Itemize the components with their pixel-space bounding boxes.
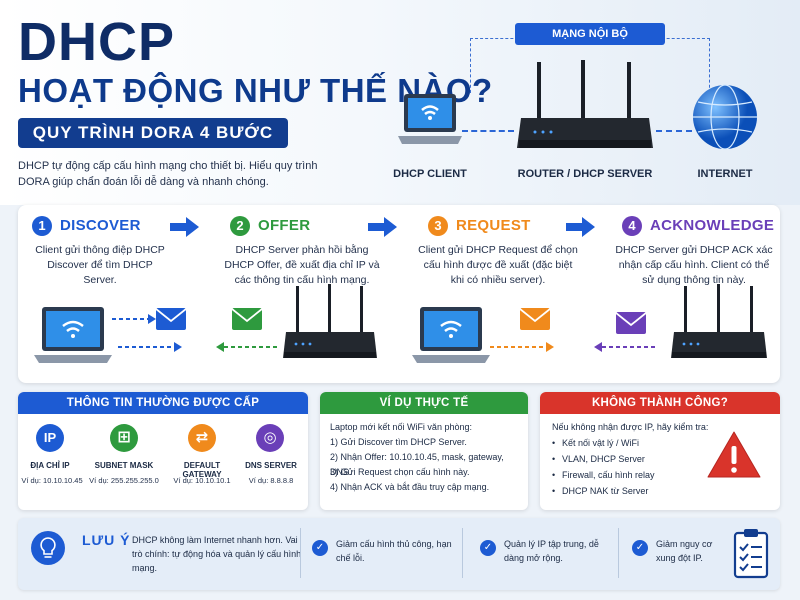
default-gateway-name: DEFAULT GATEWAY <box>182 461 222 479</box>
step-1-description: Client gửi thông điệp DHCP Discover để t… <box>35 244 165 286</box>
page-title: DHCP <box>18 12 176 72</box>
step-1-title: DISCOVER <box>60 217 141 234</box>
bullet-icon: • <box>552 438 556 448</box>
client-laptop-icon <box>398 94 462 144</box>
benefit-2: Quản lý IP tập trung, dễ dàng mở rộng. <box>504 539 599 563</box>
step-4-title: ACKNOWLEDGE <box>650 217 775 234</box>
dns-server-value: Ví dụ: 8.8.8.8 <box>248 476 294 485</box>
step-4-arrow-icon <box>594 342 658 352</box>
default-gateway-icon: ⇄ <box>188 424 216 452</box>
check-icon: ✓ <box>632 540 648 556</box>
dns-server-icon: ◎ <box>256 424 284 452</box>
troubleshoot-item-2: VLAN, DHCP Server <box>562 454 645 464</box>
subnet-mask-value: Ví dụ: 255.255.255.0 <box>89 476 159 485</box>
dora-steps-panel <box>18 205 780 383</box>
lightbulb-icon <box>31 531 65 565</box>
ip-address-value: Ví dụ: 10.10.10.45 <box>21 476 83 485</box>
check-icon: ✓ <box>312 540 328 556</box>
step-1-laptop-icon <box>34 307 112 363</box>
step-1-number: 1 <box>32 216 52 236</box>
example-card: VÍ DỤ THỰC TẾ <box>320 392 528 510</box>
step-4-number: 4 <box>622 216 642 236</box>
page-description: DHCP tự động cấp cấu hình mạng cho thiết… <box>18 160 318 188</box>
step-arrow-2-icon <box>368 217 397 237</box>
info-card-title: THÔNG TIN THƯỜNG ĐƯỢC CẤP <box>18 392 308 414</box>
footer-divider <box>300 528 301 578</box>
subnet-mask-icon: ⊞ <box>110 424 138 452</box>
step-2-envelope-icon <box>232 308 262 330</box>
step-3-number: 3 <box>428 216 448 236</box>
info-card: THÔNG TIN THƯỜNG ĐƯỢC CẤP <box>18 392 308 510</box>
bullet-icon: • <box>552 454 556 464</box>
example-line-2: 2) Nhận Offer: 10.10.10.45, mask, gatewa… <box>330 452 504 477</box>
benefit-1: Giảm cấu hình thủ công, hạn chế lỗi. <box>336 539 452 563</box>
step-4-description: DHCP Server gửi DHCP ACK xác nhận cấp cấ… <box>615 244 773 286</box>
step-3-laptop-icon <box>412 307 490 363</box>
header-background <box>0 0 800 205</box>
troubleshoot-card-title: KHÔNG THÀNH CÔNG? <box>540 392 780 414</box>
bullet-icon: • <box>552 486 556 496</box>
footer-note-panel <box>18 518 780 590</box>
client-router-link <box>462 130 514 132</box>
subnet-mask-name: SUBNET MASK <box>94 461 154 470</box>
client-label: DHCP CLIENT <box>393 168 467 180</box>
step-3-description: Client gửi DHCP Request để chọn cấu hình… <box>418 244 578 286</box>
step-3-envelope-icon <box>520 308 550 330</box>
internet-globe-icon <box>693 84 757 150</box>
dns-server-name: DNS SERVER <box>245 461 297 470</box>
benefit-3: Giảm nguy cơ xung đột IP. <box>656 539 713 563</box>
step-1-return-arrow-icon <box>118 342 182 352</box>
step-3-title: REQUEST <box>456 217 531 234</box>
example-line-4: 4) Nhận ACK và bắt đầu truy cập mạng. <box>330 482 490 492</box>
footer-note: DHCP không làm Internet nhanh hơn. Vai t… <box>132 535 302 573</box>
bullet-icon: • <box>552 470 556 480</box>
step-2-number: 2 <box>230 216 250 236</box>
step-2-description: DHCP Server phản hồi bằng DHCP Offer, đề… <box>224 244 380 286</box>
example-line-1: 1) Gửi Discover tìm DHCP Server. <box>330 437 467 447</box>
troubleshoot-item-3: Firewall, cấu hình relay <box>562 470 655 480</box>
internet-label: INTERNET <box>697 168 753 180</box>
example-card-title: VÍ DỤ THỰC TẾ <box>320 392 528 414</box>
footer-divider <box>462 528 463 578</box>
footer-divider <box>618 528 619 578</box>
router-label: ROUTER / DHCP SERVER <box>517 168 653 180</box>
dora-badge: QUY TRÌNH DORA 4 BƯỚC <box>18 118 288 148</box>
lan-label: MẠNG NỘI BỘ <box>515 23 665 45</box>
step-4-router-icon <box>671 284 767 358</box>
step-1-envelope-icon <box>156 308 186 330</box>
example-intro: Laptop mới kết nối WiFi văn phòng: <box>330 422 472 432</box>
ip-address-name: ĐỊA CHỈ IP <box>30 461 70 470</box>
example-line-3: 3) Gửi Request chọn cấu hình này. <box>330 467 470 477</box>
default-gateway-value: Ví dụ: 10.10.10.1 <box>173 476 231 485</box>
step-arrow-3-icon <box>566 217 595 237</box>
troubleshoot-item-4: DHCP NAK từ Server <box>562 486 649 496</box>
router-icon <box>517 60 653 148</box>
router-internet-link <box>656 130 692 132</box>
warning-icon <box>707 431 761 478</box>
checklist-icon <box>733 529 769 579</box>
ip-address-icon: IP <box>36 424 64 452</box>
check-icon: ✓ <box>480 540 496 556</box>
step-1-arrow-icon <box>112 314 156 324</box>
step-2-arrow-icon <box>216 342 280 352</box>
step-2-title: OFFER <box>258 217 311 234</box>
footer-label: LƯU Ý <box>82 532 131 548</box>
step-3-arrow-icon <box>490 342 554 352</box>
troubleshoot-item-1: Kết nối vật lý / WiFi <box>562 438 640 448</box>
step-arrow-1-icon <box>170 217 199 237</box>
step-2-router-icon <box>283 284 377 358</box>
step-4-envelope-icon <box>616 312 646 334</box>
troubleshoot-intro: Nếu không nhận được IP, hãy kiểm tra: <box>552 422 709 432</box>
